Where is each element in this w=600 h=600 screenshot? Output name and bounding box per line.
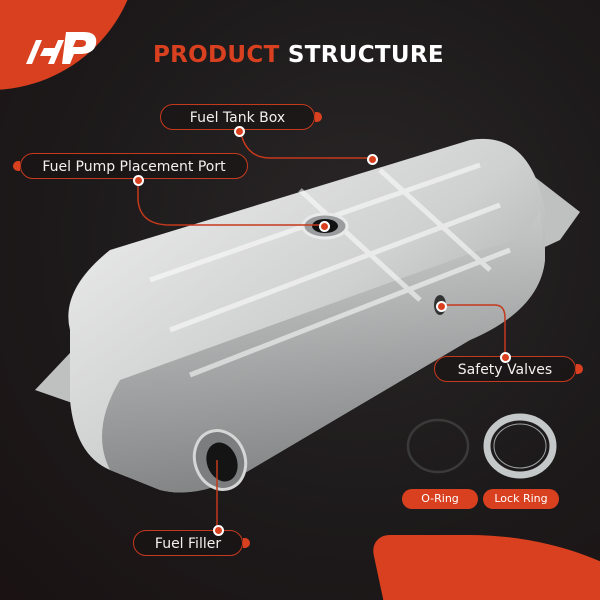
anchor-dot-icon xyxy=(500,352,511,363)
o-ring-label: O-Ring xyxy=(402,489,478,509)
callout-tab-icon xyxy=(315,112,322,122)
anchor-dot-icon xyxy=(234,126,245,137)
callout-fuel-filler: Fuel Filler xyxy=(133,530,250,556)
callout-tab-icon xyxy=(13,161,20,171)
anchor-dot-icon xyxy=(319,221,330,232)
callout-label: Fuel Filler xyxy=(154,536,222,552)
title-part-product: PRODUCT xyxy=(153,42,280,68)
anchor-dot-icon xyxy=(436,301,447,312)
callout-tab-icon xyxy=(576,364,583,374)
callout-label: Safety Valves xyxy=(457,362,553,378)
anchor-dot-icon xyxy=(367,154,378,165)
callout-tab-icon xyxy=(243,538,250,548)
anchor-dot-icon xyxy=(213,525,224,536)
callout-fuel-pump-placement-port: Fuel Pump Placement Port xyxy=(13,153,248,179)
title-part-structure: STRUCTURE xyxy=(287,42,444,68)
brand-logo-icon xyxy=(26,32,97,64)
callout-label: Fuel Pump Placement Port xyxy=(42,159,226,175)
page-title: PRODUCT STRUCTURE xyxy=(153,42,444,68)
anchor-dot-icon xyxy=(133,175,144,186)
callout-label: Fuel Tank Box xyxy=(189,110,286,126)
lock-ring-label: Lock Ring xyxy=(483,489,559,509)
